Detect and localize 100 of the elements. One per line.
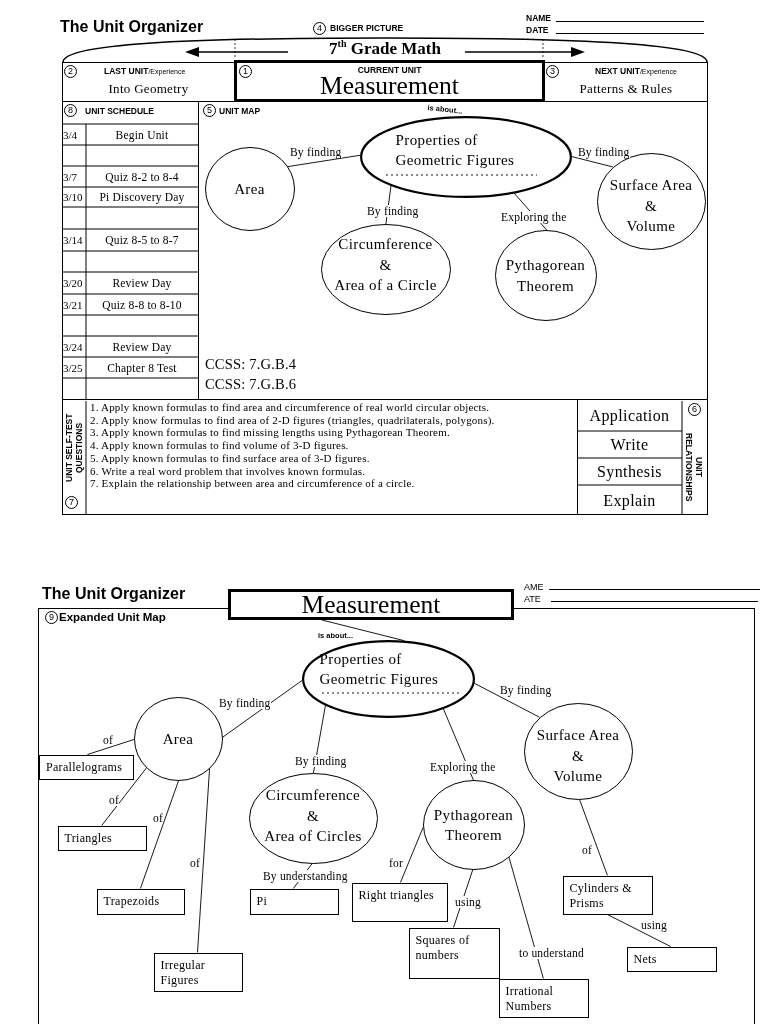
node-text: Parallelograms bbox=[46, 759, 124, 775]
edge-label: By finding bbox=[367, 205, 419, 217]
schedule-date: 3/10 bbox=[63, 189, 84, 205]
standard-code: CCSS: 7.G.B.6 bbox=[205, 375, 297, 393]
detail-box bbox=[249, 888, 339, 915]
schedule-event: Quiz 8-5 to 8-7 bbox=[104, 232, 180, 248]
node-text: Properties of Geometric Figures bbox=[395, 130, 516, 170]
edge-label: for bbox=[389, 857, 403, 869]
unit-name: Into Geometry bbox=[108, 81, 189, 97]
schedule-event: Quiz 8-8 to 8-10 bbox=[101, 297, 183, 313]
schedule-event: Begin Unit bbox=[114, 127, 170, 144]
connector-line bbox=[86, 739, 135, 755]
schedule-date: 3/21 bbox=[63, 297, 84, 313]
question-text: 1. Apply known formulas to find area and circumference of real world circular objects. bbox=[90, 401, 490, 414]
unit-name: Measurement bbox=[320, 73, 459, 99]
edge-label: using bbox=[641, 919, 667, 931]
relationship-term: Application bbox=[588, 405, 671, 427]
detail-box bbox=[96, 888, 185, 915]
section-heading: CURRENT UNIT bbox=[357, 65, 422, 75]
section-heading: UNIT SCHEDULE bbox=[85, 106, 154, 116]
question-text: 2. Apply know formulas to find area of 2-D figures (triangles, quadrilaterals, polygons). bbox=[90, 413, 495, 427]
question-text: 7. Explain the relationship between area and circumference of a circle. bbox=[90, 477, 415, 490]
detail-box bbox=[39, 754, 134, 780]
schedule-date: 3/25 bbox=[63, 360, 84, 376]
node-text: Surface Area & Volume bbox=[608, 176, 694, 237]
connector-line bbox=[139, 779, 180, 889]
schedule-event: Review Day bbox=[111, 275, 173, 292]
section-heading: UNIT MAP bbox=[219, 106, 261, 116]
page-title: The Unit Organizer bbox=[60, 17, 204, 36]
detail-box bbox=[626, 946, 717, 972]
edge-label: to understand bbox=[519, 947, 584, 959]
relationship-term: Explain bbox=[602, 490, 657, 512]
node-text: Cylinders & Prisms bbox=[569, 880, 633, 911]
connector-line bbox=[197, 766, 211, 953]
question-text: 6. Write a real word problem that involves known formulas. bbox=[90, 464, 366, 478]
schedule-date: 3/20 bbox=[63, 275, 84, 291]
schedule-date: 3/24 bbox=[63, 339, 84, 355]
section-heading: UNIT RELATIONSHIPS bbox=[684, 431, 704, 504]
connector-line bbox=[578, 798, 608, 876]
relationship-term: Write bbox=[609, 434, 650, 455]
edge-label: By finding bbox=[295, 755, 347, 767]
schedule-date: 3/4 bbox=[63, 127, 79, 143]
connector-line bbox=[221, 679, 303, 739]
connector-line bbox=[286, 154, 361, 168]
edge-label: of bbox=[582, 844, 592, 856]
schedule-date: 3/7 bbox=[63, 169, 79, 185]
relationship-term: Synthesis bbox=[596, 461, 663, 483]
detail-box bbox=[498, 978, 589, 1018]
field-label: ATE bbox=[524, 594, 541, 604]
node-text: Irregular Figures bbox=[160, 957, 207, 988]
edge-label: of bbox=[190, 857, 200, 869]
edge-label: Exploring the bbox=[430, 761, 496, 773]
schedule-event: Chapter 8 Test bbox=[106, 360, 178, 377]
concept-ellipse bbox=[422, 779, 525, 870]
unit-name: Measurement bbox=[301, 592, 441, 618]
node-text: Irrational Numbers bbox=[505, 983, 555, 1014]
node-text: Nets bbox=[633, 951, 658, 967]
question-text: 4. Apply known formulas to find volume of 3-D figures. bbox=[90, 439, 349, 452]
edge-label: By finding bbox=[290, 146, 342, 158]
node-text: Pythagorean Theorem bbox=[504, 255, 587, 295]
connector-line bbox=[473, 682, 541, 718]
detail-box bbox=[153, 952, 243, 992]
current-unit-box bbox=[228, 589, 514, 620]
detail-box bbox=[562, 875, 653, 915]
question-text: 5. Apply known formulas to find surface area of 3-D figures. bbox=[90, 451, 370, 465]
connector-line bbox=[570, 155, 614, 168]
node-text: Properties of Geometric Figures bbox=[319, 649, 440, 689]
node-text: Circumference & Area of a Circle bbox=[333, 235, 438, 296]
concept-ellipse bbox=[320, 223, 451, 315]
edge-label: Exploring the bbox=[501, 211, 567, 223]
node-text: Area bbox=[233, 179, 266, 199]
unit-title: 7$^{th}$ Grade Math bbox=[329, 39, 441, 59]
question-text: 3. Apply known formulas to find missing lengths using Pythagorean Theorem. bbox=[90, 426, 450, 440]
schedule-event: Pi Discovery Day bbox=[98, 189, 186, 206]
detail-box bbox=[57, 825, 147, 851]
main-idea-ellipse bbox=[301, 639, 475, 718]
relationships-panel bbox=[577, 399, 708, 515]
connector-line bbox=[508, 855, 544, 979]
current-unit-box bbox=[234, 60, 545, 102]
unit-name: Patterns & Rules bbox=[579, 81, 673, 97]
concept-ellipse bbox=[494, 229, 597, 321]
node-text: Triangles bbox=[64, 830, 114, 846]
node-text: Trapezoids bbox=[103, 893, 161, 909]
field-label: DATE bbox=[526, 25, 549, 35]
main-idea-ellipse bbox=[359, 115, 572, 198]
unit-cell bbox=[544, 62, 708, 102]
standard-code: CCSS: 7.G.B.4 bbox=[205, 355, 297, 373]
detail-box bbox=[351, 882, 448, 922]
detail-box bbox=[408, 927, 500, 979]
node-text: Surface Area & Volume bbox=[535, 726, 621, 787]
edge-label: of bbox=[103, 734, 113, 746]
node-text: Right triangles bbox=[358, 887, 435, 903]
section-heading: BIGGER PICTURE bbox=[330, 23, 404, 33]
node-text: Squares of numbers bbox=[415, 932, 471, 963]
section-heading: Expanded Unit Map bbox=[59, 611, 166, 624]
edge-label: By finding bbox=[578, 146, 630, 158]
edge-label: of bbox=[109, 794, 119, 806]
node-text: Pi bbox=[256, 893, 269, 909]
edge-label: of bbox=[153, 812, 163, 824]
schedule-event: Review Day bbox=[111, 339, 173, 356]
